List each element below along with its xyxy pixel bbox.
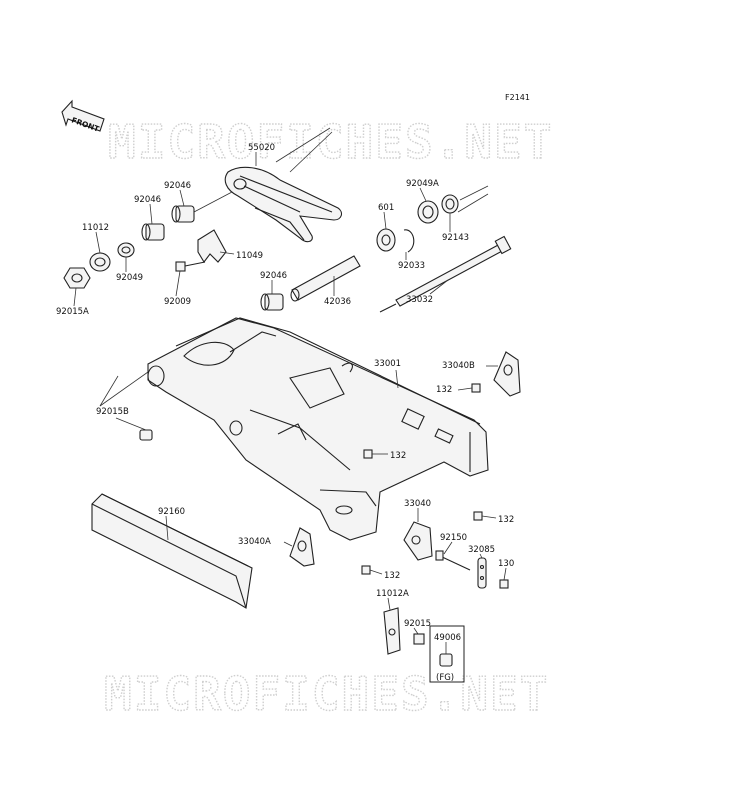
watermark-bottom: MICROFICHES.NET [104, 667, 549, 721]
part-number-label: 42036 [324, 297, 351, 307]
part-number-label: 92150 [440, 533, 467, 543]
leader-line [165, 515, 169, 541]
leader-line [387, 597, 391, 611]
bolt-part [175, 261, 206, 272]
pivot-shaft-part [290, 255, 361, 302]
leader-line [369, 569, 383, 575]
part-number-label: 11049 [236, 251, 263, 261]
part-number-label: 92160 [158, 507, 185, 517]
part-number-label: 92015 [404, 619, 431, 629]
cap-part [439, 653, 453, 667]
leader-line [115, 417, 147, 431]
part-number-label: 92015B [96, 407, 129, 417]
leader-line [429, 279, 449, 295]
part-number-label: 11012A [376, 589, 409, 599]
part-number-label: 132 [390, 451, 406, 461]
leader-line [283, 541, 293, 547]
part-number-label: 92049A [406, 179, 439, 189]
leader-line [413, 627, 419, 635]
nut-part [63, 267, 91, 289]
part-number-label: 33032 [406, 295, 433, 305]
bracket-part [403, 521, 433, 561]
part-labels: 550209204692046110129204992015A920091104… [56, 143, 514, 654]
part-number-label: 32085 [468, 545, 495, 555]
part-number-label: 33040 [404, 499, 431, 509]
part-number-label: 49006 [434, 633, 461, 643]
pivot-bolt-part [379, 235, 512, 313]
part-number-label: 92046 [164, 181, 191, 191]
bracket-part-a [289, 527, 315, 567]
part-number-label: 11012 [82, 223, 109, 233]
leader-line [383, 211, 387, 230]
part-number-label: 130 [498, 559, 514, 569]
long-bolt-part [435, 550, 471, 571]
part-number-label: 92015A [56, 307, 89, 317]
part-number-label: 92049 [116, 273, 143, 283]
front-arrow-icon: FRONT [61, 99, 105, 134]
bolt-part-130 [499, 579, 509, 589]
leader-line [479, 553, 483, 559]
part-number-label: 92143 [442, 233, 469, 243]
part-number-label: 33001 [374, 359, 401, 369]
part-number-label: 601 [378, 203, 394, 213]
leader-line [457, 387, 473, 391]
nut-part-small [413, 633, 425, 645]
leader-line [179, 189, 185, 207]
chain-guard-part [91, 493, 253, 609]
bracket-part-b [493, 351, 521, 397]
leader-line [175, 270, 181, 297]
leader-line [481, 515, 497, 519]
clamp-part [197, 229, 227, 263]
needle-bearing-part [141, 205, 284, 311]
bolt-part-b [139, 429, 153, 441]
fg-box [429, 625, 465, 683]
circlip-part [403, 229, 415, 253]
leader-line [443, 541, 453, 555]
leader-line [149, 203, 153, 225]
plate-part [477, 557, 487, 589]
adjuster-part [383, 607, 401, 655]
leader-line [73, 287, 77, 307]
swingarm-part [147, 317, 489, 541]
ball-bearing-part [376, 228, 396, 252]
part-number-label: 132 [436, 385, 452, 395]
seal-part-right [417, 194, 459, 224]
figure-code: F2141 [505, 93, 530, 102]
watermark-top: MICROFICHES.NET [108, 115, 553, 169]
leader-line [219, 251, 235, 255]
part-number-label: 92046 [134, 195, 161, 205]
part-number-label: 132 [498, 515, 514, 525]
part-number-label: 33040A [238, 537, 271, 547]
part-number-label: 92046 [260, 271, 287, 281]
part-number-label: 92009 [164, 297, 191, 307]
part-number-label: 92033 [398, 261, 425, 271]
part-number-label: 132 [384, 571, 400, 581]
part-number-label: 33040B [442, 361, 475, 371]
leader-line [419, 187, 427, 202]
leader-line [95, 231, 101, 254]
leader-line [503, 567, 507, 581]
fg-label: (FG) [436, 673, 454, 683]
seal-part [89, 242, 135, 272]
leader-line [395, 369, 399, 389]
chain-slider-part [224, 166, 343, 243]
part-number-label: 55020 [248, 143, 275, 153]
